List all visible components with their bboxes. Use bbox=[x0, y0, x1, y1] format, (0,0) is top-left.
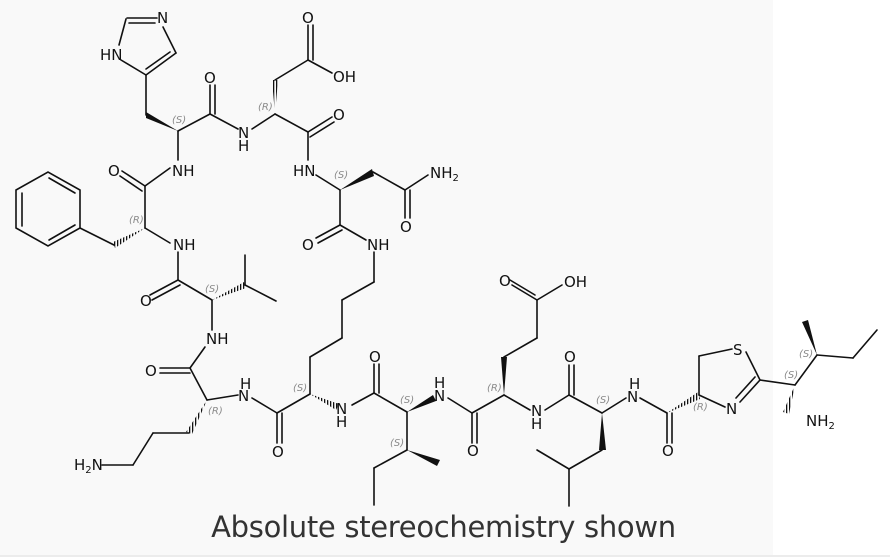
wedge-bond bbox=[407, 450, 440, 466]
stereo-label: (S) bbox=[400, 395, 414, 406]
thiazoline-ring bbox=[698, 348, 761, 408]
atom-label: HN bbox=[100, 46, 123, 64]
hash-bond bbox=[113, 228, 145, 248]
stereo-label: (S) bbox=[172, 115, 186, 126]
stereo-label: (S) bbox=[784, 370, 798, 381]
atom-label: O bbox=[400, 218, 412, 236]
atom-label: O bbox=[467, 442, 479, 460]
stereo-label: (S) bbox=[390, 438, 404, 449]
structure-panel bbox=[0, 0, 773, 555]
atom-label: O bbox=[369, 348, 381, 366]
stereo-label: (S) bbox=[596, 395, 610, 406]
atom-label: N bbox=[726, 400, 737, 418]
hash-bond bbox=[310, 394, 339, 410]
stereo-label: (S) bbox=[205, 284, 219, 295]
hash-bond bbox=[212, 282, 246, 300]
hash-bond bbox=[667, 392, 700, 413]
hash-bond bbox=[783, 385, 795, 414]
atom-label: O bbox=[499, 272, 511, 290]
atom-label: O bbox=[302, 9, 314, 27]
atom-label: N bbox=[157, 9, 168, 27]
stereo-label: (R) bbox=[487, 383, 502, 394]
atom-label: N bbox=[627, 388, 638, 406]
atom-label: NH bbox=[173, 236, 196, 254]
stereo-label: (R) bbox=[258, 102, 273, 113]
atom-label: N bbox=[238, 124, 249, 142]
stereo-label: (S) bbox=[334, 170, 348, 181]
atom-label: H bbox=[531, 415, 542, 433]
atom-label: NH2 bbox=[430, 164, 459, 184]
atom-label: H2N bbox=[74, 456, 103, 476]
wedge-bond bbox=[407, 395, 436, 412]
atom-label: O bbox=[204, 69, 216, 87]
benzene-ring bbox=[15, 171, 81, 247]
atom-label: H bbox=[238, 137, 249, 155]
figure-caption: Absolute stereochemistry shown bbox=[211, 510, 676, 544]
atom-label: O bbox=[564, 348, 576, 366]
atom-label: NH bbox=[172, 162, 195, 180]
atom-label: N bbox=[531, 402, 542, 420]
panel-bottom-border bbox=[0, 555, 890, 557]
atom-label: N bbox=[434, 387, 445, 405]
atom-label: O bbox=[662, 442, 674, 460]
stereo-label: (R) bbox=[208, 406, 223, 417]
atom-label: H bbox=[629, 375, 640, 393]
stereo-label: (S) bbox=[293, 383, 307, 394]
wedge-bond bbox=[340, 169, 374, 190]
imidazole-ring bbox=[118, 17, 177, 116]
wedge-bond bbox=[599, 413, 606, 450]
atom-label: NH bbox=[367, 236, 390, 254]
atom-label: O bbox=[272, 443, 284, 461]
atom-label: N bbox=[238, 387, 249, 405]
atom-label: H bbox=[434, 374, 445, 392]
hash-bond bbox=[186, 400, 207, 434]
atom-label: H bbox=[240, 375, 251, 393]
atom-label: OH bbox=[564, 273, 587, 291]
atom-label: N bbox=[336, 400, 347, 418]
atom-label: S bbox=[733, 341, 743, 359]
atom-label: NH2 bbox=[806, 412, 835, 432]
wedge-bond bbox=[146, 112, 178, 131]
hash-bond bbox=[272, 80, 278, 114]
atom-label: H bbox=[336, 413, 347, 431]
atom-label: HN bbox=[293, 162, 316, 180]
atom-label: NH bbox=[206, 330, 229, 348]
atom-label: OH bbox=[333, 68, 356, 86]
wedge-bond bbox=[501, 357, 507, 395]
atom-label: O bbox=[145, 362, 157, 380]
stereo-label: (R) bbox=[129, 215, 144, 226]
atom-label: O bbox=[302, 236, 314, 254]
atom-label: O bbox=[108, 162, 120, 180]
wedge-bond bbox=[802, 320, 817, 355]
stereo-label: (R) bbox=[693, 402, 708, 413]
atom-label: O bbox=[333, 106, 345, 124]
atom-label: O bbox=[140, 292, 152, 310]
stereo-label: (S) bbox=[799, 349, 813, 360]
